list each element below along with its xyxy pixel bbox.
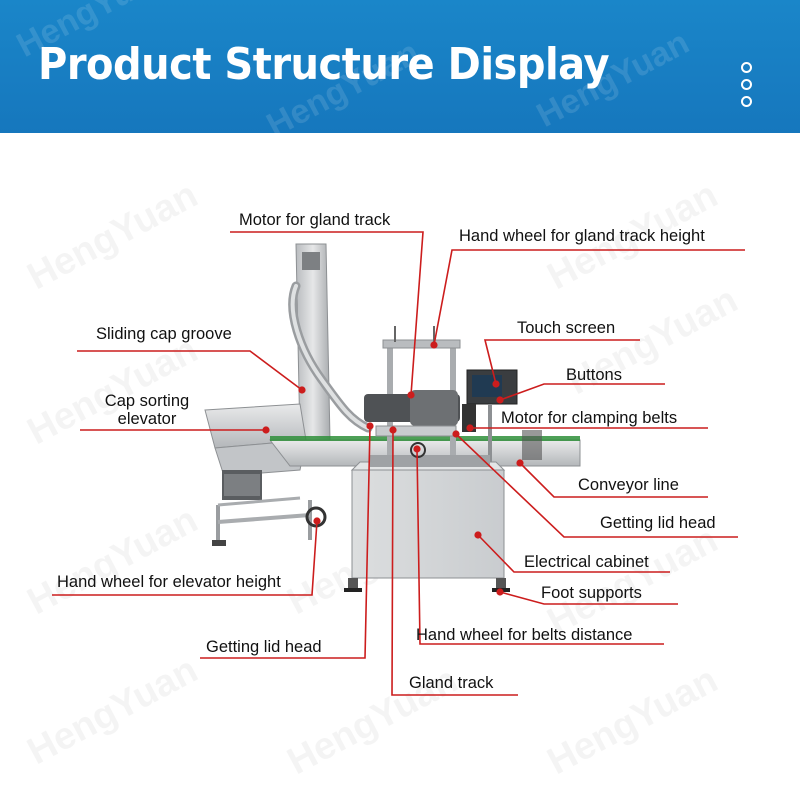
label-electrical-cabinet: Electrical cabinet xyxy=(524,553,649,571)
control-buttons xyxy=(462,404,476,432)
label-hand-wheel-gland-track-height: Hand wheel for gland track height xyxy=(459,227,705,245)
label-buttons: Buttons xyxy=(566,366,622,384)
elevator-motor xyxy=(302,252,320,270)
label-sliding-cap-groove: Sliding cap groove xyxy=(96,325,232,343)
label-hand-wheel-elevator-height: Hand wheel for elevator height xyxy=(57,573,281,591)
label-motor-gland-track: Motor for gland track xyxy=(239,211,391,229)
belts-hand-wheel xyxy=(410,442,426,458)
leader-lines xyxy=(52,231,745,696)
page-title: Product Structure Display xyxy=(38,40,610,90)
header-banner: HengYuan HengYuan HengYuan Product Struc… xyxy=(0,0,800,133)
electrical-cabinet xyxy=(351,469,505,579)
label-gland-track: Gland track xyxy=(409,674,494,692)
label-hand-wheel-belts-distance: Hand wheel for belts distance xyxy=(416,626,633,644)
foot-support xyxy=(496,578,506,590)
label-getting-lid-head-left: Getting lid head xyxy=(206,638,322,656)
label-cap-sorting-elevator: Cap sorting elevator xyxy=(92,392,202,428)
label-touch-screen: Touch screen xyxy=(517,319,616,337)
label-motor-clamping-belts: Motor for clamping belts xyxy=(501,409,678,427)
foot-support xyxy=(348,578,358,590)
more-vertical-dots-icon[interactable] xyxy=(741,62,753,113)
label-foot-supports: Foot supports xyxy=(541,584,642,602)
label-getting-lid-head-right: Getting lid head xyxy=(600,514,716,532)
label-cap-sorting-elevator-text: Cap sorting elevator xyxy=(104,392,190,428)
label-conveyor-line: Conveyor line xyxy=(578,476,679,494)
